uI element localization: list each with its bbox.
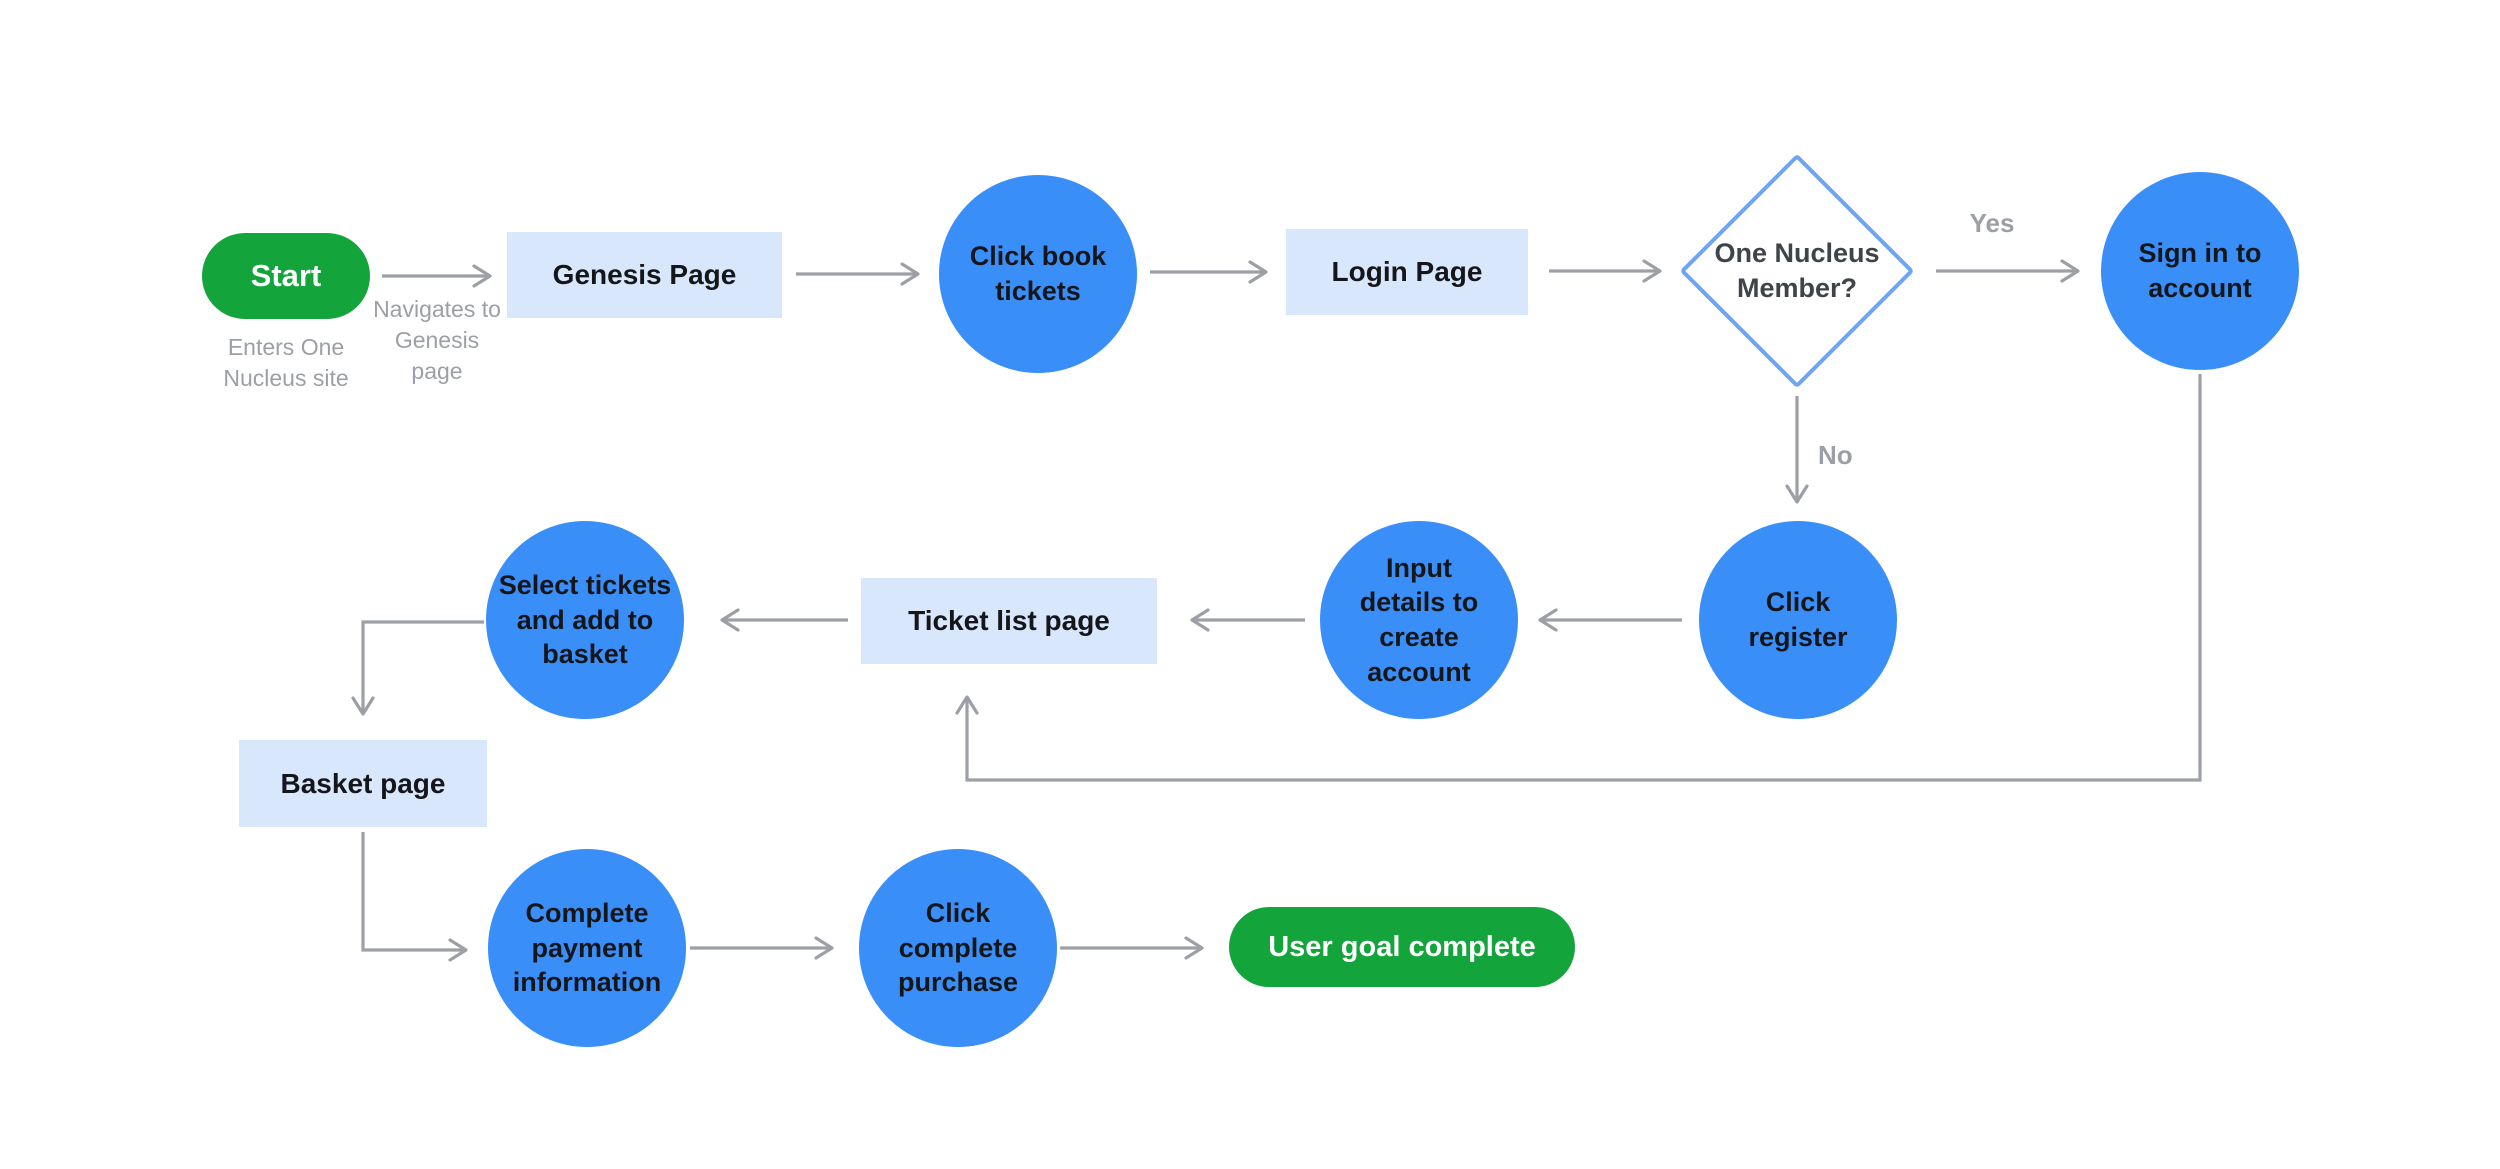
node-sign-in-to-account: Sign in to account <box>2101 172 2299 370</box>
node-click-complete-purchase: Click complete purchase <box>859 849 1057 1047</box>
node-start: Start <box>202 233 370 319</box>
node-one-nucleus-member-label: One Nucleus Member? <box>1714 237 1880 303</box>
node-select-tickets: Select tickets and add to basket <box>486 521 684 719</box>
node-click-book-tickets: Click book tickets <box>939 175 1137 373</box>
start-caption: Enters One Nucleus site <box>223 334 349 392</box>
node-input-details: Input details to create account <box>1320 521 1518 719</box>
edge-signin-ticketlist-return <box>955 374 2202 782</box>
edge-label-navigates: Navigates to Genesis page <box>373 296 501 385</box>
edge-label-no: No <box>1818 440 1853 470</box>
node-login-page: Login Page <box>1286 229 1528 315</box>
node-ticket-list-page: Ticket list page <box>861 578 1157 664</box>
edge-label-yes: Yes <box>1969 208 2015 238</box>
node-complete-payment: Complete payment information <box>488 849 686 1047</box>
edge-basket-payment <box>361 832 468 962</box>
node-user-goal-complete: User goal complete <box>1229 907 1575 987</box>
edge-selecttickets-basket <box>351 620 484 716</box>
node-genesis-page: Genesis Page <box>507 232 782 318</box>
node-click-register: Click register <box>1699 521 1897 719</box>
node-basket-page: Basket page <box>239 740 487 827</box>
